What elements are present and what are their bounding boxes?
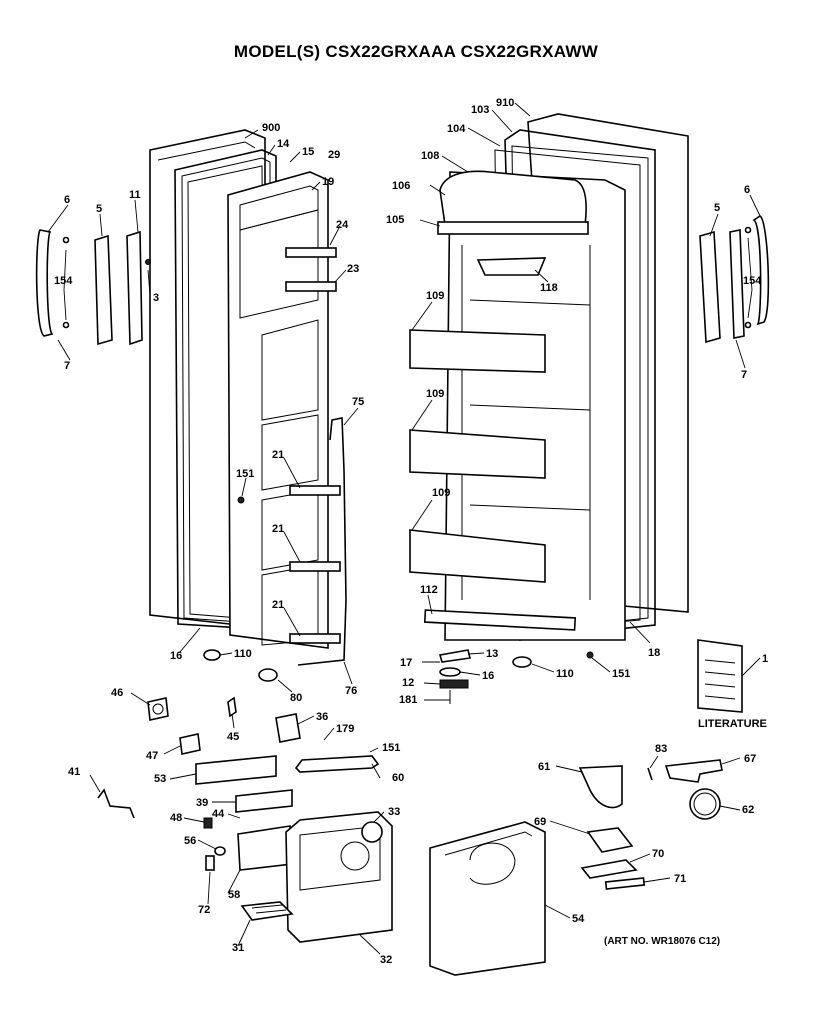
callout-75: 75: [352, 396, 364, 408]
callout-109-b: 109: [426, 388, 444, 400]
callout-104: 104: [447, 123, 466, 135]
callout-151-left: 151: [236, 468, 254, 480]
callout-181: 181: [399, 694, 417, 706]
callout-110-left: 110: [234, 648, 252, 660]
callout-45: 45: [227, 731, 239, 743]
callout-179: 179: [336, 723, 354, 735]
callout-62: 62: [742, 804, 754, 816]
callout-17: 17: [400, 657, 412, 669]
callout-14: 14: [277, 138, 290, 150]
callout-3: 3: [153, 292, 159, 304]
callout-118: 118: [540, 282, 558, 294]
callout-60: 60: [392, 772, 404, 784]
callout-5-right: 5: [714, 202, 720, 214]
callout-103: 103: [471, 104, 489, 116]
diagram-title: MODEL(S) CSX22GRXAAA CSX22GRXAWW: [233, 42, 599, 61]
callout-54: 54: [572, 913, 585, 925]
callout-32: 32: [380, 954, 392, 966]
callout-numbers: 900 14 15 29 19 24 23 6 5 11 154 3 7 75 …: [54, 97, 768, 966]
callout-19: 19: [322, 176, 334, 188]
callout-5-left: 5: [96, 203, 102, 215]
callout-21-c: 21: [272, 599, 284, 611]
callout-36: 36: [316, 711, 328, 723]
callout-16-mid: 16: [482, 670, 494, 682]
callout-21-a: 21: [272, 449, 284, 461]
chute-and-door-parts: [429, 759, 723, 976]
callout-900: 900: [262, 122, 280, 134]
callout-83: 83: [655, 743, 667, 755]
callout-31: 31: [232, 942, 244, 954]
callout-7-left: 7: [64, 360, 70, 372]
fresh-food-door-liner: [409, 170, 626, 641]
left-handle-assembly: [35, 229, 151, 346]
callout-33: 33: [388, 806, 400, 818]
callout-106: 106: [392, 180, 410, 192]
callout-910: 910: [496, 97, 514, 109]
callout-1: 1: [762, 653, 768, 665]
callout-47: 47: [146, 750, 158, 762]
callout-69: 69: [534, 816, 546, 828]
callout-12: 12: [402, 677, 414, 689]
literature-label: LITERATURE: [698, 718, 767, 730]
callout-151-right: 151: [612, 668, 630, 680]
callout-41: 41: [68, 766, 80, 778]
callout-11: 11: [129, 189, 141, 201]
callout-72: 72: [198, 904, 210, 916]
callout-13: 13: [486, 648, 498, 660]
art-number: (ART NO. WR18076 C12): [604, 936, 721, 947]
callout-58: 58: [228, 889, 240, 901]
callout-46: 46: [111, 687, 123, 699]
callout-48: 48: [170, 812, 182, 824]
literature-booklet: [697, 639, 743, 713]
callout-21-b: 21: [272, 523, 284, 535]
callout-112: 112: [420, 584, 438, 596]
callout-110-right: 110: [556, 668, 574, 680]
right-handle-assembly: [699, 215, 770, 344]
callout-29: 29: [328, 149, 340, 161]
freezer-door-liner: [227, 171, 341, 649]
callout-6-left: 6: [64, 194, 70, 206]
callout-109-c: 109: [432, 487, 450, 499]
callout-70: 70: [652, 848, 664, 860]
callout-109-a: 109: [426, 290, 444, 302]
callout-80: 80: [290, 692, 302, 704]
callout-7-right: 7: [741, 369, 747, 381]
callout-67: 67: [744, 753, 756, 765]
water-tube: [297, 417, 347, 666]
leader-lines: [47, 102, 761, 955]
callout-71: 71: [674, 873, 686, 885]
callout-15: 15: [302, 146, 314, 158]
callout-56: 56: [184, 835, 196, 847]
callout-44: 44: [212, 808, 225, 820]
callout-105: 105: [386, 214, 404, 226]
dispenser-parts: [97, 696, 393, 943]
callout-24: 24: [336, 219, 349, 231]
callout-18: 18: [648, 647, 660, 659]
callout-76: 76: [345, 685, 357, 697]
callout-154-left: 154: [54, 275, 73, 287]
callout-61: 61: [538, 761, 550, 773]
callout-16-left: 16: [170, 650, 182, 662]
callout-6-right: 6: [744, 184, 750, 196]
callout-151-low: 151: [382, 742, 400, 754]
callout-108: 108: [421, 150, 439, 162]
callout-53: 53: [154, 773, 166, 785]
callout-23: 23: [347, 263, 359, 275]
callout-39: 39: [196, 797, 208, 809]
callout-154-right: 154: [743, 275, 762, 287]
